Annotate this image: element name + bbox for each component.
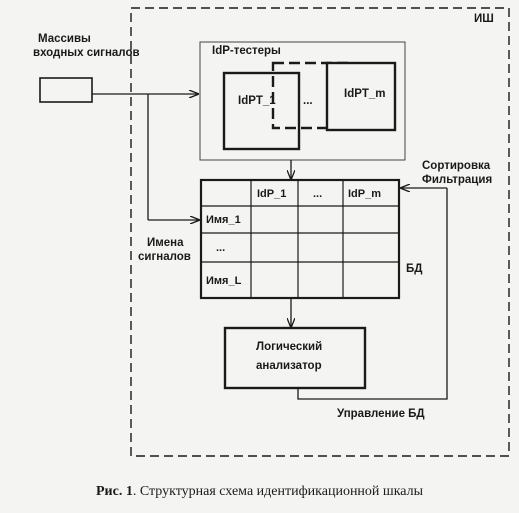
caption-text: . Структурная схема идентификационной шк… — [132, 484, 424, 499]
system-boundary — [130, 7, 510, 457]
feedback-line — [297, 188, 448, 400]
caption-prefix: Рис. 1 — [95, 484, 133, 499]
input-signals-label-2: входных сигналов — [33, 47, 140, 59]
table-header-3: IdP_m — [348, 188, 381, 200]
tester-m-box — [271, 61, 350, 130]
table-header-1: IdP_1 — [257, 188, 286, 200]
analyzer-label: Логический — [256, 341, 322, 353]
database-table — [199, 178, 401, 300]
tester-m-front — [325, 61, 397, 132]
testers-title: IdP-тестеры — [212, 45, 281, 57]
tester-1-label: IdPT_1 — [238, 95, 276, 107]
table-row-3: Имя_L — [206, 275, 242, 287]
table-row-2: ... — [216, 242, 225, 254]
system-label: ИШ — [474, 13, 494, 25]
tester-m-label: IdPT_m — [344, 88, 386, 100]
names-label-2: сигналов — [138, 251, 191, 263]
logic-analyzer-box — [223, 326, 367, 390]
figure-caption: Рис. 1. Структурная схема идентификацион… — [0, 484, 519, 500]
input-signals-box — [39, 77, 93, 103]
testers-group — [199, 41, 406, 161]
tester-1-box — [222, 71, 301, 151]
input-signals-label: Массивы — [38, 33, 91, 45]
sort-label: Сортировка — [422, 160, 491, 172]
db-label: БД — [406, 263, 422, 275]
filter-label: Фильтрация — [422, 174, 492, 186]
table-header-2: ... — [313, 188, 322, 200]
names-label: Имена — [147, 237, 184, 249]
tester-ellipsis: ... — [303, 95, 313, 107]
table-row-1: Имя_1 — [206, 214, 241, 226]
db-control-label: Управление БД — [337, 408, 425, 420]
analyzer-label-2: анализатор — [256, 360, 322, 372]
structure-diagram: ИШ Массивы входных сигналов IdP-тестеры … — [33, 7, 510, 457]
